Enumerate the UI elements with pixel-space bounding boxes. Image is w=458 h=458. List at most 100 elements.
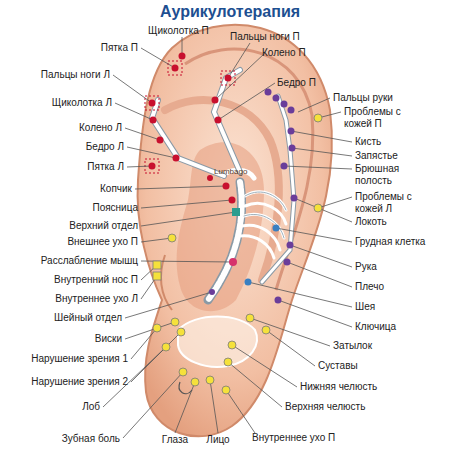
ribs-shadow: [244, 192, 286, 238]
point-label: Плечо: [355, 281, 384, 293]
leader-line: [266, 330, 315, 366]
red-point: [215, 117, 222, 124]
red-point: [173, 155, 180, 162]
yellow-point: [177, 328, 185, 336]
point-label: Запястье: [355, 150, 398, 162]
leader-line: [226, 390, 255, 433]
point-label: Шея: [355, 301, 375, 313]
leader-line: [141, 238, 172, 242]
leader-line: [123, 372, 183, 438]
purple-point: [288, 107, 295, 114]
red-point: [150, 117, 157, 124]
point-label: Пальцы ноги П: [230, 31, 300, 43]
leader-line: [141, 48, 175, 68]
point-label: Лицо: [206, 434, 229, 446]
leader-line: [228, 362, 282, 407]
leader-line: [115, 103, 153, 120]
red-point: [149, 163, 156, 170]
point-label: Пятка П: [101, 42, 138, 54]
leader-line: [127, 166, 152, 167]
red-point: [229, 197, 236, 204]
leg-right-bone: [214, 70, 240, 172]
red-point: [149, 100, 156, 107]
yellow-point: [168, 234, 176, 242]
leader-line: [278, 300, 352, 327]
ribs: [240, 192, 286, 258]
point-label: Копчик: [100, 183, 132, 195]
point-label: Ключица: [355, 321, 396, 333]
skeleton: [152, 70, 294, 367]
yellow-point: [171, 318, 179, 326]
spine-outline: [208, 182, 242, 300]
blue-point: [273, 225, 280, 232]
yellow-point: [179, 368, 187, 376]
ear-canal: [179, 382, 192, 394]
leader-line: [131, 328, 157, 359]
point-label: Колено Л: [79, 122, 122, 134]
yellow-square: [153, 261, 161, 269]
dashed-square: [168, 61, 182, 75]
leg-right: [214, 70, 240, 172]
red-point: [223, 183, 230, 190]
point-label: Пальцы ноги Л: [41, 69, 110, 81]
blue-point: [245, 279, 252, 286]
point-label: Колено П: [262, 47, 306, 59]
leader-line: [127, 147, 176, 158]
point-label: Нарушение зрения 2: [31, 376, 128, 388]
leader-line: [135, 186, 226, 189]
leader-line: [248, 282, 352, 307]
leader-line: [291, 131, 352, 142]
point-label: Верхняя челюсть: [285, 401, 365, 413]
yellow-point: [262, 326, 270, 334]
point-label: Зубная боль: [62, 433, 120, 445]
leader-line: [294, 198, 352, 222]
leader-line: [141, 200, 232, 208]
point-label: Виски: [95, 333, 122, 345]
leader-line: [318, 197, 352, 208]
red-point: [157, 137, 164, 144]
leader-line: [113, 75, 152, 103]
leader-line: [210, 380, 218, 433]
point-label: Проблемы с кожей П: [344, 106, 402, 130]
yellow-point: [222, 386, 230, 394]
red-point: [179, 53, 186, 60]
purple-point: [291, 195, 298, 202]
yellow-point: [162, 343, 170, 351]
leader-line: [298, 98, 330, 112]
point-label: Бедро П: [277, 77, 316, 89]
leader-line: [250, 318, 330, 346]
leader-line: [175, 382, 195, 433]
point-label: Нижняя челюсть: [300, 381, 377, 393]
leader-line: [290, 245, 352, 267]
purple-point: [265, 89, 272, 96]
ear-shape: [138, 25, 332, 437]
red-point: [225, 75, 232, 82]
spine-point: [209, 289, 215, 295]
point-label: Рука: [355, 261, 377, 273]
leader-line: [215, 53, 265, 100]
yellow-point: [224, 358, 232, 366]
point-label: Брюшная полость: [355, 163, 413, 187]
yellow-point: [314, 204, 322, 212]
point-label: Суставы: [318, 360, 358, 372]
red-point: [172, 65, 179, 72]
red-point: [212, 97, 219, 104]
arm: [262, 96, 294, 282]
arm-bone: [262, 96, 294, 282]
point-label: Кисть: [355, 136, 381, 148]
yellow-point: [246, 314, 254, 322]
point-label: Щиколотка П: [148, 25, 209, 37]
point-label: Поясница: [92, 202, 138, 214]
spine: [208, 182, 242, 300]
red-point: [207, 175, 213, 181]
yellow-point: [228, 341, 236, 349]
leader-line: [276, 228, 352, 242]
teal-point: [232, 208, 240, 216]
dashed-squares: [145, 61, 235, 173]
point-label: Lumbago: [214, 166, 247, 178]
yellow-square: [153, 272, 161, 280]
point-label: Шейный отдел: [54, 312, 122, 324]
leader-lines: [103, 37, 352, 438]
purple-point: [281, 163, 288, 170]
title: Аурикулотерапия: [110, 2, 350, 22]
